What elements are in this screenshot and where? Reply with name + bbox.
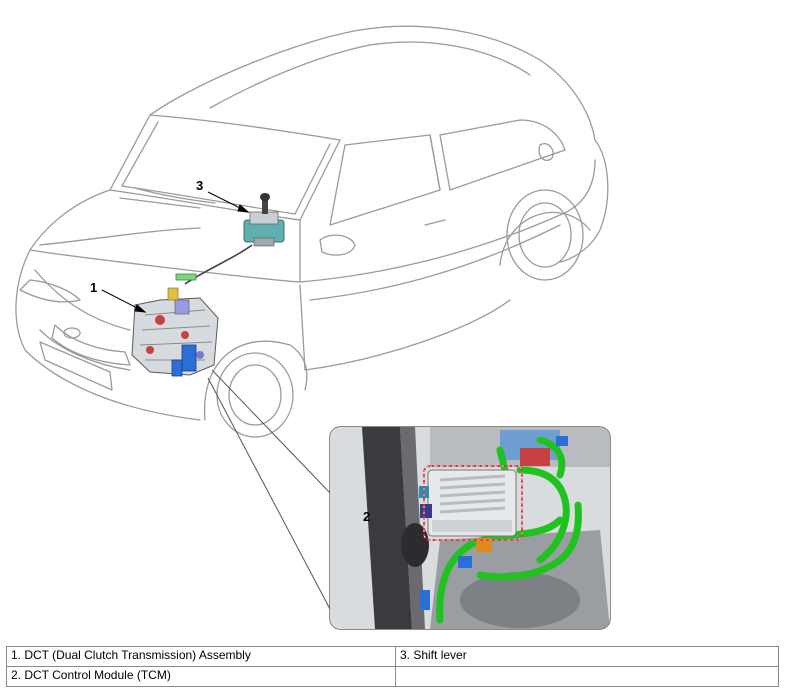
callout-2: 2: [363, 509, 370, 524]
legend-item-shift-lever: 3. Shift lever: [395, 646, 779, 667]
detail-inset: [329, 426, 611, 630]
legend-item-empty: [395, 666, 779, 687]
legend-item-tcm: 2. DCT Control Module (TCM): [6, 666, 396, 687]
legend-item-dct-assembly: 1. DCT (Dual Clutch Transmission) Assemb…: [6, 646, 396, 667]
zoom-lines: [207, 369, 341, 629]
tcm-module: [419, 465, 523, 541]
callout-1: 1: [90, 280, 97, 295]
legend-row: 2. DCT Control Module (TCM): [6, 666, 779, 687]
dct-assembly: [131, 273, 219, 377]
wiring-harness: [436, 436, 582, 624]
parts-legend-table: 1. DCT (Dual Clutch Transmission) Assemb…: [6, 646, 779, 687]
car-outline: [15, 25, 609, 438]
vehicle-component-diagram: 3 1 2: [15, 25, 611, 630]
shift-lever: [243, 193, 285, 247]
callout-3: 3: [196, 178, 203, 193]
legend-row: 1. DCT (Dual Clutch Transmission) Assemb…: [6, 646, 779, 667]
